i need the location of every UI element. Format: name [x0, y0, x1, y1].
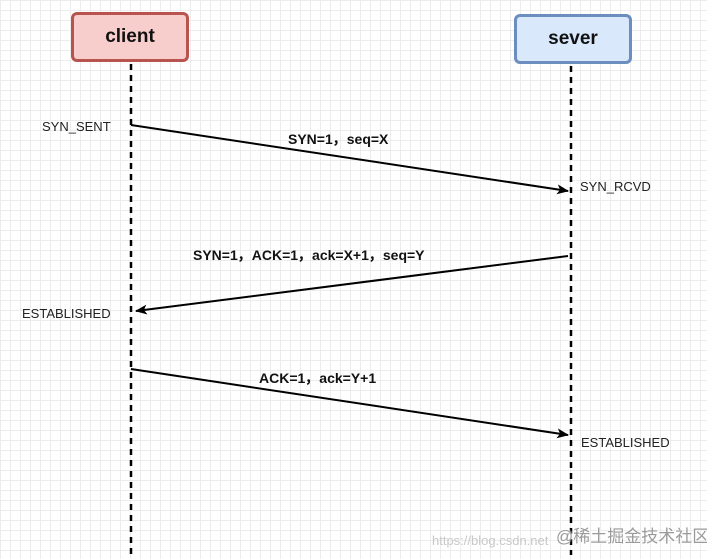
- state-server-established: ESTABLISHED: [581, 435, 670, 450]
- state-server-syn-rcvd: SYN_RCVD: [580, 179, 651, 194]
- syn-arrow: [130, 124, 569, 195]
- server-actor-box: sever: [514, 14, 632, 64]
- state-client-established: ESTABLISHED: [22, 306, 111, 321]
- message-ack-label: ACK=1，ack=Y+1: [259, 370, 377, 386]
- watermark-url: https://blog.csdn.net: [432, 533, 549, 548]
- message-syn-ack-label: SYN=1，ACK=1，ack=X+1，seq=Y: [193, 247, 425, 263]
- watermark-brand: @稀土掘金技术社区: [556, 527, 707, 546]
- syn-ack-arrow: [135, 255, 569, 315]
- state-client-syn-sent: SYN_SENT: [42, 119, 111, 134]
- server-actor-label: sever: [548, 28, 598, 49]
- message-syn-label: SYN=1，seq=X: [288, 131, 389, 147]
- client-actor-label: client: [105, 26, 155, 47]
- ack-arrow: [130, 368, 569, 439]
- client-actor-box: client: [71, 12, 189, 62]
